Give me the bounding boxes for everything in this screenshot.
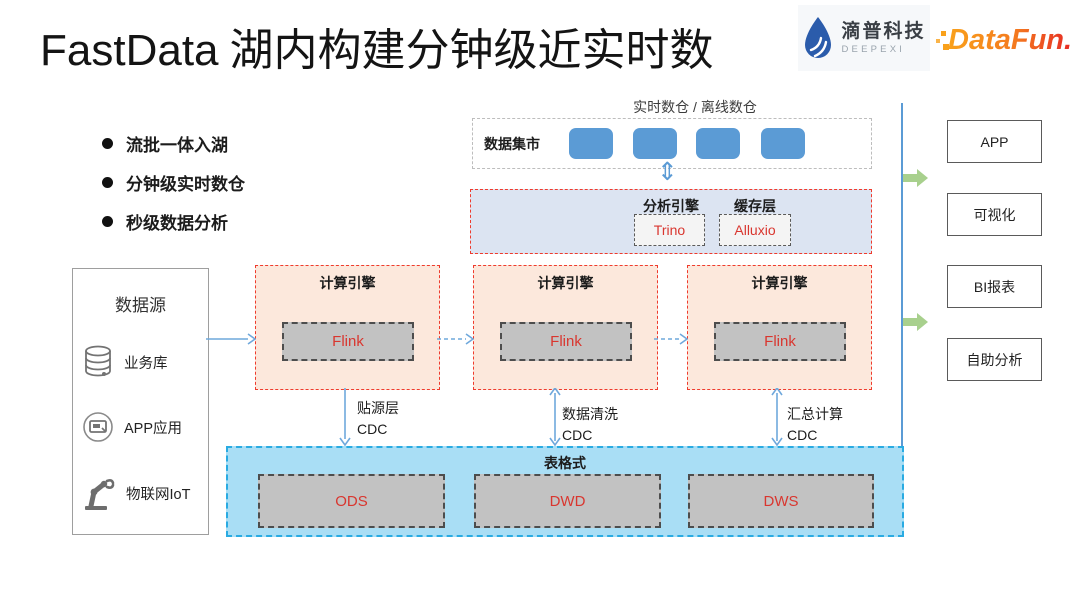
datafun-pixel	[941, 31, 946, 36]
output-box-app: APP	[947, 120, 1042, 163]
bullet-text: 流批一体入湖	[126, 136, 228, 155]
source-item-business-db: 业务库	[82, 345, 168, 379]
output-box-bi-report: BI报表	[947, 265, 1042, 308]
compute-engine-box-2: 计算引擎 Flink	[473, 265, 658, 390]
deepexi-sub: DEEPEXI	[841, 43, 906, 55]
source-item-iot: 物联网IoT	[82, 475, 190, 511]
datafun-pixel	[936, 39, 940, 43]
bullet-dot-icon	[102, 138, 113, 149]
source-label: 业务库	[124, 355, 168, 372]
bullet-item: 流批一体入湖	[102, 131, 245, 156]
bullet-item: 分钟级实时数仓	[102, 170, 245, 195]
trino-box: Trino	[634, 214, 705, 246]
arrow-compute1-to-ods	[339, 388, 351, 446]
arrow-sources-to-compute	[206, 333, 256, 345]
output-box-self-analysis: 自助分析	[947, 338, 1042, 381]
analysis-engine-label: 分析引擎	[643, 198, 699, 214]
flink-box: Flink	[500, 322, 632, 361]
ods-box: ODS	[258, 474, 445, 528]
warehouse-type-label: 实时数仓 / 离线数仓	[633, 99, 757, 115]
analysis-layer-box: 分析引擎 缓存层 Trino Alluxio	[470, 189, 872, 254]
deepexi-logo: 滴普科技 DEEPEXI	[798, 5, 930, 71]
source-label: APP应用	[124, 420, 183, 437]
robot-arm-icon	[82, 475, 116, 511]
compute-engine-box-3: 计算引擎 Flink	[687, 265, 872, 390]
table-format-box: 表格式 ODS DWD DWS	[226, 446, 904, 537]
compute-engine-box-1: 计算引擎 Flink	[255, 265, 440, 390]
data-mart-label: 数据集市	[484, 136, 540, 152]
droplet-icon	[802, 16, 834, 60]
datafun-logo: DataFun.	[948, 24, 1073, 56]
bullet-text: 分钟级实时数仓	[126, 175, 245, 194]
dwd-box: DWD	[474, 474, 661, 528]
title-zh: 湖内构建分钟级近实时数	[218, 26, 714, 75]
flink-box: Flink	[714, 322, 846, 361]
cdc-label-line1: 数据清洗	[562, 406, 618, 422]
green-arrow-bottom	[903, 313, 928, 331]
table-format-title: 表格式	[544, 455, 586, 471]
cdc-label-line1: 贴源层	[357, 400, 399, 416]
arrow-compute2-to-compute3	[654, 333, 688, 345]
separator-line	[901, 103, 903, 446]
compute-engine-title: 计算引擎	[319, 275, 376, 291]
compute-engine-title: 计算引擎	[537, 275, 594, 291]
datafun-pixel	[943, 44, 949, 50]
flink-box: Flink	[282, 322, 414, 361]
cdc-label-line2: CDC	[562, 427, 593, 443]
green-arrow-top	[903, 169, 928, 187]
data-sources-title: 数据源	[115, 296, 166, 315]
deepexi-name: 滴普科技	[841, 20, 926, 42]
bullet-text: 秒级数据分析	[126, 214, 228, 233]
data-mart-tile	[569, 128, 613, 159]
data-mart-tile	[633, 128, 677, 159]
data-sources-box: 数据源 业务库 AP	[72, 268, 209, 535]
arrow-compute1-to-compute2	[437, 333, 474, 345]
source-label: 物联网IoT	[126, 486, 191, 503]
arrow-compute3-dws-bidirectional	[771, 388, 783, 446]
cdc-label-line2: CDC	[787, 427, 818, 443]
bullet-list: 流批一体入湖 分钟级实时数仓 秒级数据分析	[102, 131, 245, 234]
data-mart-tile	[696, 128, 740, 159]
dws-box: DWS	[688, 474, 874, 528]
alluxio-box: Alluxio	[719, 214, 791, 246]
cdc-label-line2: CDC	[357, 421, 388, 437]
cdc-label-ods: 贴源层 CDC	[357, 398, 399, 440]
page-title: FastData 湖内构建分钟级近实时数	[40, 14, 714, 78]
cdc-label-dwd: 数据清洗 CDC	[562, 404, 618, 446]
data-mart-tile	[761, 128, 805, 159]
app-icon	[82, 411, 114, 443]
bullet-dot-icon	[102, 177, 113, 188]
arrow-compute2-dwd-bidirectional	[549, 388, 561, 446]
data-mart-box: 数据集市	[472, 118, 872, 169]
compute-engine-title: 计算引擎	[751, 275, 808, 291]
cache-layer-label: 缓存层	[734, 198, 776, 214]
bullet-dot-icon	[102, 216, 113, 227]
database-icon	[82, 345, 114, 379]
title-en: FastData	[40, 26, 219, 75]
source-item-app: APP应用	[82, 411, 182, 443]
cdc-label-dws: 汇总计算 CDC	[787, 404, 843, 446]
bullet-item: 秒级数据分析	[102, 209, 245, 234]
updown-arrow-icon: ⇕	[657, 158, 678, 186]
output-box-visualization: 可视化	[947, 193, 1042, 236]
cdc-label-line1: 汇总计算	[787, 406, 843, 422]
